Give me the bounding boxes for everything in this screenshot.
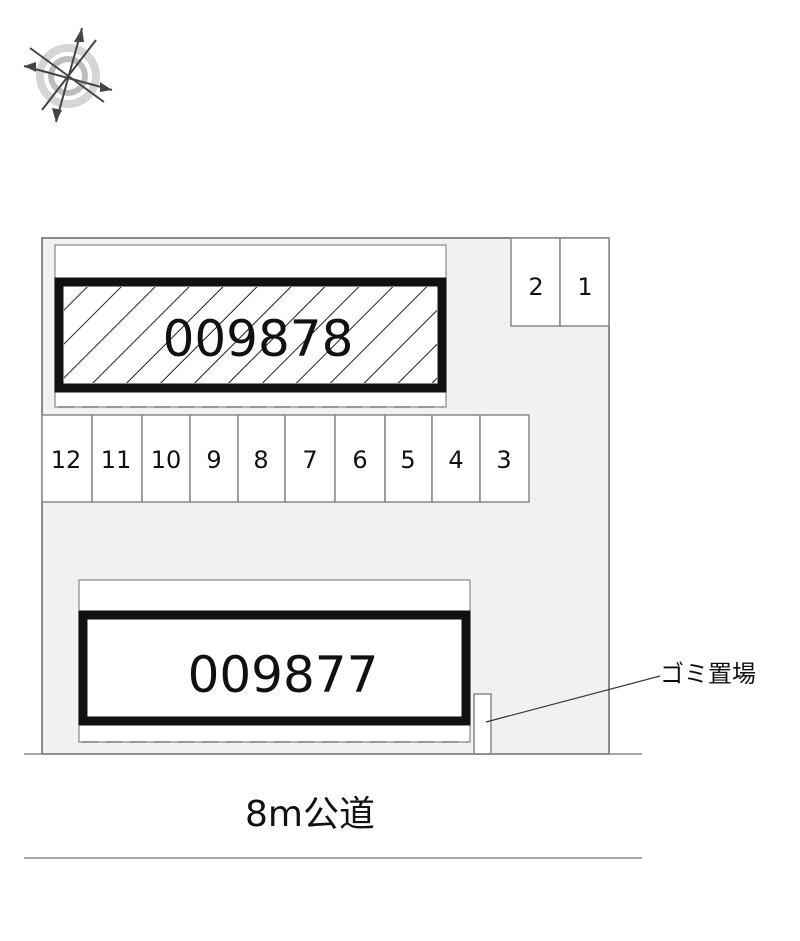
parking-space bbox=[91, 414, 143, 503]
garbage-area-box bbox=[473, 693, 492, 755]
compass-icon bbox=[23, 27, 113, 123]
parking-space bbox=[237, 414, 286, 503]
parking-space bbox=[510, 237, 561, 327]
parking-space-label: 5 bbox=[400, 446, 415, 474]
garbage-area: ゴミ置場 bbox=[473, 660, 756, 755]
parking-space-label: 1 bbox=[577, 273, 592, 301]
parking-space bbox=[431, 414, 481, 503]
parking-space-label: 3 bbox=[496, 446, 511, 474]
parking-space-label: 6 bbox=[352, 446, 367, 474]
building-body bbox=[78, 610, 471, 726]
parking-space bbox=[284, 414, 336, 503]
parking-space-label: 11 bbox=[101, 446, 132, 474]
parking-space-label: 4 bbox=[448, 446, 463, 474]
building-label: 009878 bbox=[163, 310, 354, 368]
parking-space-label: 7 bbox=[302, 446, 317, 474]
parking-group-right: 2 1 bbox=[510, 237, 610, 327]
road-label: 8m公道 bbox=[245, 794, 375, 835]
parking-space-label: 8 bbox=[253, 446, 268, 474]
parking-space-label: 2 bbox=[528, 273, 543, 301]
parking-space-label: 10 bbox=[151, 446, 182, 474]
parking-space bbox=[559, 237, 610, 327]
parking-space-label: 9 bbox=[206, 446, 221, 474]
road: 8m公道 bbox=[24, 753, 642, 859]
parking-space bbox=[384, 414, 433, 503]
parking-row: 12 11 10 9 8 7 6 5 4 3 bbox=[41, 414, 530, 503]
parking-space bbox=[334, 414, 386, 503]
parking-space-label: 12 bbox=[51, 446, 82, 474]
garbage-area-label: ゴミ置場 bbox=[660, 660, 756, 688]
building-label: 009877 bbox=[188, 646, 379, 704]
parking-space bbox=[479, 414, 530, 503]
building-bottom: 009877 bbox=[78, 579, 471, 743]
parking-space bbox=[189, 414, 239, 503]
building-top: 009878 bbox=[54, 244, 447, 408]
building-hatching bbox=[64, 287, 437, 383]
parking-space bbox=[41, 414, 93, 503]
callout-line bbox=[485, 675, 661, 723]
